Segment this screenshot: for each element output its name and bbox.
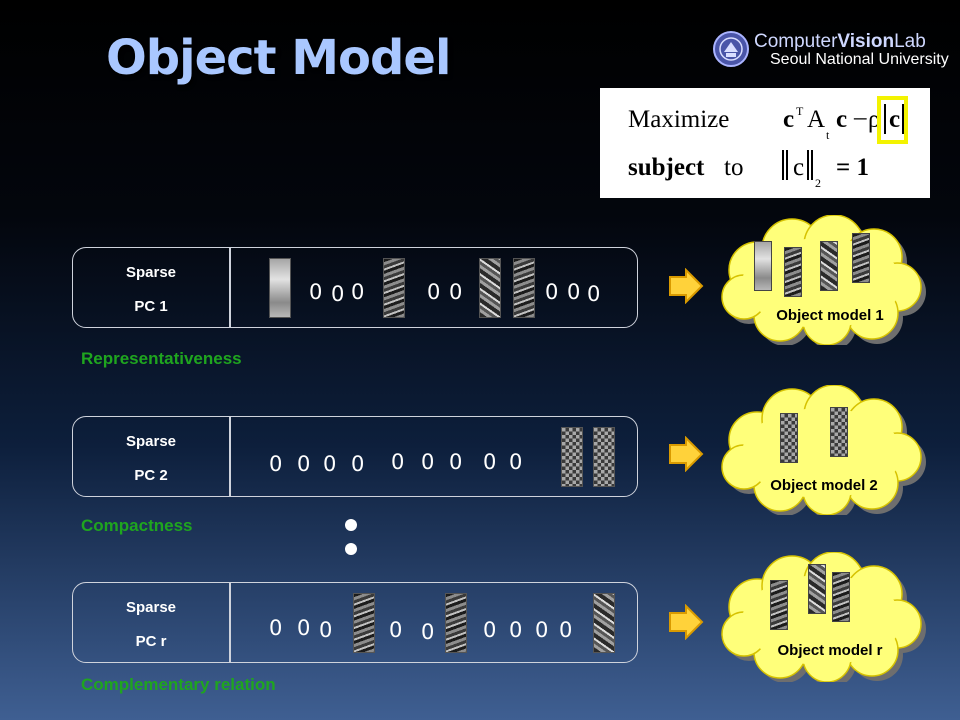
caption-compactness: Compactness: [81, 516, 193, 535]
zero-coefficient: 0: [297, 452, 311, 476]
eq-c: c: [836, 106, 848, 133]
zero-coefficient: 0: [559, 618, 573, 642]
zero-coefficient: 0: [297, 616, 311, 640]
image-thumbnail: [593, 593, 615, 653]
pc-label-line1: Sparse: [125, 264, 177, 281]
object-model-label: Object model 2: [770, 477, 878, 494]
zero-coefficient: 0: [449, 280, 463, 304]
zero-coefficient: 0: [587, 282, 601, 306]
zero-coefficient: 0: [331, 282, 345, 306]
eq-norm-bar: [811, 150, 813, 180]
box-divider: [229, 583, 231, 662]
caption-complementary-relation: Complementary relation: [81, 675, 276, 694]
image-thumbnail: [479, 258, 501, 318]
zero-coefficient: 0: [509, 618, 523, 642]
zero-coefficient: 0: [449, 450, 463, 474]
image-thumbnail: [561, 427, 583, 487]
eq-to: to: [724, 154, 744, 181]
object-model-1-cloud: Object model 1: [712, 215, 932, 345]
image-thumbnail: [513, 258, 535, 318]
right-arrow-icon: [669, 268, 704, 304]
zero-coefficient: 0: [567, 280, 581, 304]
optimization-equation: Maximize c T A t c – ρ c subject to c 2 …: [600, 88, 930, 198]
object-model-label: Object model 1: [776, 307, 884, 324]
cloud-shape: [721, 385, 926, 515]
eq-norm-bar: [902, 104, 904, 134]
eq-subscript-t: t: [826, 128, 830, 142]
zero-coefficient: 0: [351, 280, 365, 304]
zero-coefficient: 0: [269, 452, 283, 476]
eq-c: c: [793, 154, 805, 181]
image-thumbnail: [754, 241, 772, 291]
image-thumbnail: [832, 572, 850, 622]
caption-representativeness: Representativeness: [81, 349, 242, 368]
sparse-pc-1-box: Sparse PC 1 0 0 0 0 0 0 0 0: [72, 247, 638, 328]
pc-label-line2: PC 2: [134, 467, 168, 484]
eq-equals-one: = 1: [836, 154, 869, 181]
zero-coefficient: 0: [319, 618, 333, 642]
university-seal-icon: [713, 31, 749, 67]
image-thumbnail: [353, 593, 375, 653]
image-thumbnail: [830, 407, 848, 457]
right-arrow-icon: [669, 604, 704, 640]
zero-coefficient: 0: [483, 450, 497, 474]
eq-norm-bar: [786, 150, 788, 180]
box-divider: [229, 417, 231, 496]
eq-c: c: [889, 106, 901, 133]
zero-coefficient: 0: [323, 452, 337, 476]
highlight-box: [877, 96, 908, 144]
zero-coefficient: 0: [309, 280, 323, 304]
eq-subscript-2: 2: [815, 176, 821, 190]
image-thumbnail: [820, 241, 838, 291]
logo-lab-name: ComputerVisionLab: [754, 31, 926, 52]
logo-university-name: Seoul National University: [770, 51, 949, 68]
zero-coefficient: 0: [483, 618, 497, 642]
image-thumbnail: [770, 580, 788, 630]
pc-label-line1: Sparse: [125, 433, 177, 450]
pc-label-line2: PC r: [135, 633, 167, 650]
zero-coefficient: 0: [535, 618, 549, 642]
zero-coefficient: 0: [391, 450, 405, 474]
eq-norm-bar: [807, 150, 809, 180]
eq-minus: –: [854, 104, 867, 131]
zero-coefficient: 0: [427, 280, 441, 304]
eq-transpose: T: [796, 104, 804, 118]
lab-logo: ComputerVisionLab Seoul National Univers…: [712, 30, 957, 72]
image-thumbnail: [445, 593, 467, 653]
object-model-2-cloud: Object model 2: [712, 385, 932, 515]
pc-label-line1: Sparse: [125, 599, 177, 616]
eq-maximize: Maximize: [628, 106, 730, 133]
zero-coefficient: 0: [509, 450, 523, 474]
image-thumbnail: [269, 258, 291, 318]
image-thumbnail: [383, 258, 405, 318]
vertical-ellipsis-icon: [345, 519, 357, 555]
zero-coefficient: 0: [421, 450, 435, 474]
eq-norm-bar: [884, 104, 886, 134]
object-model-label: Object model r: [777, 642, 883, 659]
pc-label-line2: PC 1: [134, 298, 168, 315]
zero-coefficient: 0: [389, 618, 403, 642]
eq-subject: subject: [628, 154, 705, 181]
zero-coefficient: 0: [351, 452, 365, 476]
sparse-pc-r-box: Sparse PC r 0 0 0 0 0 0 0 0 0: [72, 582, 638, 663]
image-thumbnail: [852, 233, 870, 283]
image-thumbnail: [780, 413, 798, 463]
right-arrow-icon: [669, 436, 704, 472]
image-thumbnail: [808, 564, 826, 614]
object-model-r-cloud: Object model r: [712, 552, 932, 682]
image-thumbnail: [784, 247, 802, 297]
eq-norm-bar: [782, 150, 784, 180]
slide-title: Object Model: [106, 30, 451, 86]
eq-A: A: [807, 106, 826, 133]
image-thumbnail: [593, 427, 615, 487]
zero-coefficient: 0: [421, 620, 435, 644]
eq-c: c: [783, 106, 795, 133]
box-divider: [229, 248, 231, 327]
zero-coefficient: 0: [269, 616, 283, 640]
sparse-pc-2-box: Sparse PC 2 0 0 0 0 0 0 0 0 0: [72, 416, 638, 497]
zero-coefficient: 0: [545, 280, 559, 304]
